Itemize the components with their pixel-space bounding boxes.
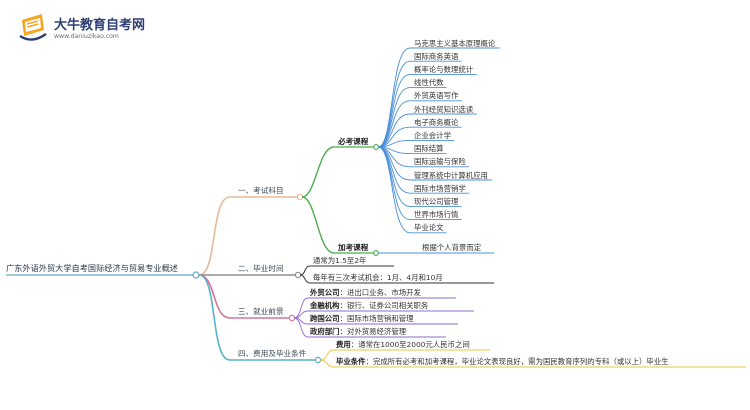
course-item: 概率论与数理统计 bbox=[414, 64, 474, 74]
course-item: 现代公司管理 bbox=[414, 196, 459, 206]
root-node-dot bbox=[192, 271, 200, 279]
job-item: 政府部门：对外贸易经济管理 bbox=[310, 327, 406, 336]
branch-exam-label: 一、考试科目 bbox=[238, 186, 284, 195]
branch-jobs-label: 三、就业前景 bbox=[238, 307, 284, 316]
job-connector bbox=[293, 310, 474, 319]
course-item: 企业会计学 bbox=[414, 130, 451, 140]
fee-item1-connector bbox=[319, 349, 490, 361]
elective-note: 根据个人背景而定 bbox=[422, 243, 482, 252]
site-url: www.daniuzikao.com bbox=[54, 33, 119, 40]
branch-fees-dot bbox=[314, 356, 322, 364]
time-exam-sessions: 每年有三次考试机会：1月、4月和10月 bbox=[313, 273, 443, 282]
branch-fees-connector bbox=[198, 274, 231, 361]
course-item: 外贸英语写作 bbox=[414, 91, 459, 101]
job-value: ：进出口业务、市场开发 bbox=[339, 288, 421, 297]
job-value: ：银行、证券公司相关职务 bbox=[339, 301, 429, 310]
course-connector bbox=[377, 87, 447, 148]
branch-jobs-connector bbox=[198, 274, 231, 319]
fee-value: ：通常在1000至2000元人民币之间 bbox=[350, 340, 470, 349]
job-value: ：国际市场营销和管理 bbox=[339, 314, 414, 323]
job-key: 外贸公司 bbox=[310, 288, 340, 297]
course-connector bbox=[377, 60, 462, 148]
course-item: 国际运输与保险 bbox=[414, 157, 466, 167]
course-item: 国际结算 bbox=[414, 144, 444, 154]
elective-courses-label: 加考课程 bbox=[338, 243, 369, 252]
job-key: 政府部门 bbox=[310, 327, 340, 336]
elective-dot bbox=[373, 250, 379, 256]
course-item: 管理系统中计算机应用 bbox=[414, 170, 488, 180]
elective-connector bbox=[301, 196, 335, 254]
graduation-cap-icon bbox=[19, 14, 47, 41]
time-item1-connector bbox=[299, 265, 394, 276]
time-duration: 通常为1.5至2年 bbox=[313, 256, 367, 265]
graduation-condition-key: 毕业条件 bbox=[336, 357, 366, 366]
job-key: 跨国公司 bbox=[310, 314, 340, 323]
branch-time-label: 二、毕业时间 bbox=[238, 264, 284, 273]
required-courses-label: 必考课程 bbox=[338, 137, 369, 146]
job-connector bbox=[293, 317, 446, 338]
course-item: 国际市场营销学 bbox=[414, 183, 466, 193]
job-item: 外贸公司：进出口业务、市场开发 bbox=[310, 288, 421, 297]
course-connector bbox=[377, 73, 477, 148]
branch-exam-connector bbox=[198, 196, 231, 276]
fee-item: 费用：通常在1000至2000元人民币之间 bbox=[336, 340, 470, 349]
course-connector bbox=[377, 100, 462, 148]
course-item: 世界市场行情 bbox=[414, 210, 459, 220]
course-item: 马克思主义基本原理概论 bbox=[414, 38, 496, 48]
branch-jobs-dot bbox=[288, 314, 296, 322]
job-item: 金融机构：银行、证券公司相关职务 bbox=[310, 301, 428, 310]
branch-time-dot bbox=[294, 271, 302, 279]
branch-exam-dot bbox=[296, 193, 304, 201]
course-item: 国际商务英语 bbox=[414, 51, 459, 61]
fee-key: 费用 bbox=[336, 340, 351, 349]
course-connector bbox=[377, 139, 454, 148]
job-item: 跨国公司：国际市场营销和管理 bbox=[310, 314, 414, 323]
job-value: ：对外贸易经济管理 bbox=[339, 327, 407, 336]
graduation-condition-item: 毕业条件：完成所有必考和加考课程，毕业论文表现良好，需为国民教育序列的专科（或以… bbox=[336, 357, 669, 366]
course-connector bbox=[377, 146, 447, 234]
required-dot bbox=[373, 144, 379, 150]
course-item: 外刊经贸知识选读 bbox=[414, 104, 474, 114]
site-name: 大牛教育自考网 bbox=[54, 18, 146, 33]
root-topic: 广东外语外贸大学自考国际经济与贸易专业概述 bbox=[6, 263, 178, 273]
required-connector bbox=[301, 146, 335, 198]
time-item2-connector bbox=[299, 274, 494, 284]
course-item: 毕业论文 bbox=[414, 223, 444, 233]
graduation-condition-value: ：完成所有必考和加考课程，毕业论文表现良好，需为国民教育序列的专科（或以上）毕业… bbox=[365, 357, 669, 366]
job-key: 金融机构 bbox=[310, 301, 340, 310]
branch-fees-label: 四、费用及毕业条件 bbox=[238, 349, 307, 358]
fee-item2-connector bbox=[319, 359, 746, 368]
course-item: 线性代数 bbox=[414, 78, 444, 88]
course-item: 电子商务概论 bbox=[414, 117, 459, 127]
